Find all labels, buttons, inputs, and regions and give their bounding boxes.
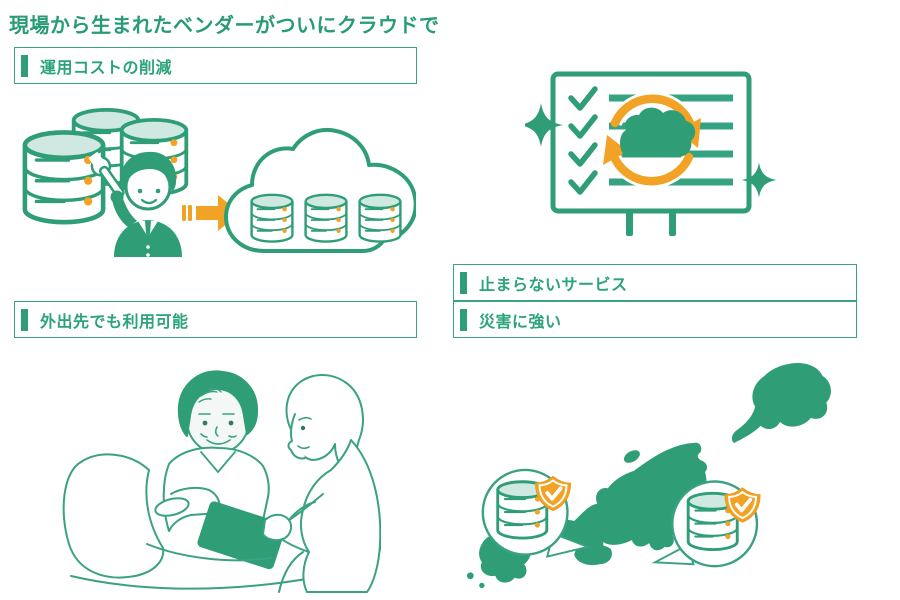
checklist-board-illustration [453,47,857,264]
feature-heading-box: 外出先でも利用可能 [14,301,417,338]
feature-heading: 外出先でも利用可能 [40,313,189,331]
feature-mobile-use: 外出先でも利用可能 [14,301,417,600]
feature-heading-box: 災害に強い [453,301,857,338]
engineer-person [87,151,182,257]
hair [177,370,258,437]
japan-map-illustration [453,338,857,600]
tie [144,221,151,239]
feature-disaster-resilient: 災害に強い [453,301,857,600]
board-legs [626,208,676,236]
feature-heading-box: 運用コストの削減 [14,47,417,84]
checklist-board-svg [525,71,777,236]
cloud-migration-svg [16,107,416,257]
caregiver-tablet-illustration [14,338,417,600]
page-title: 現場から生まれたベンダーがついにクラウドで [9,15,440,37]
feature-cost-reduction: 運用コストの削減 [14,47,417,301]
heading-accent-bar [21,308,28,331]
features-grid: 運用コストの削減 [14,47,900,600]
feature-nonstop-service: 止まらないサービス [453,47,857,301]
hands-on-tablet [145,501,316,593]
feature-heading: 運用コストの削減 [40,59,173,77]
cloud-icon [223,128,416,253]
cloud-icon [620,107,696,157]
caregiver-woman [263,374,381,593]
heading-accent-bar [460,308,467,331]
japan-map-svg [466,362,831,589]
tablet-icon [196,501,286,570]
feature-heading: 止まらないサービス [479,276,628,294]
hair [119,151,176,192]
cloud-migration-illustration [14,84,417,301]
elderly-man [153,370,270,532]
datacenter-callout-east [651,480,762,568]
checkmark-icons [568,86,598,195]
feature-heading-box: 止まらないサービス [453,264,857,301]
heading-accent-bar [21,54,28,77]
caregiver-tablet-svg [62,370,381,593]
feature-heading: 災害に強い [479,313,562,331]
heading-accent-bar [460,271,467,294]
datacenter-callout-west [481,468,591,558]
